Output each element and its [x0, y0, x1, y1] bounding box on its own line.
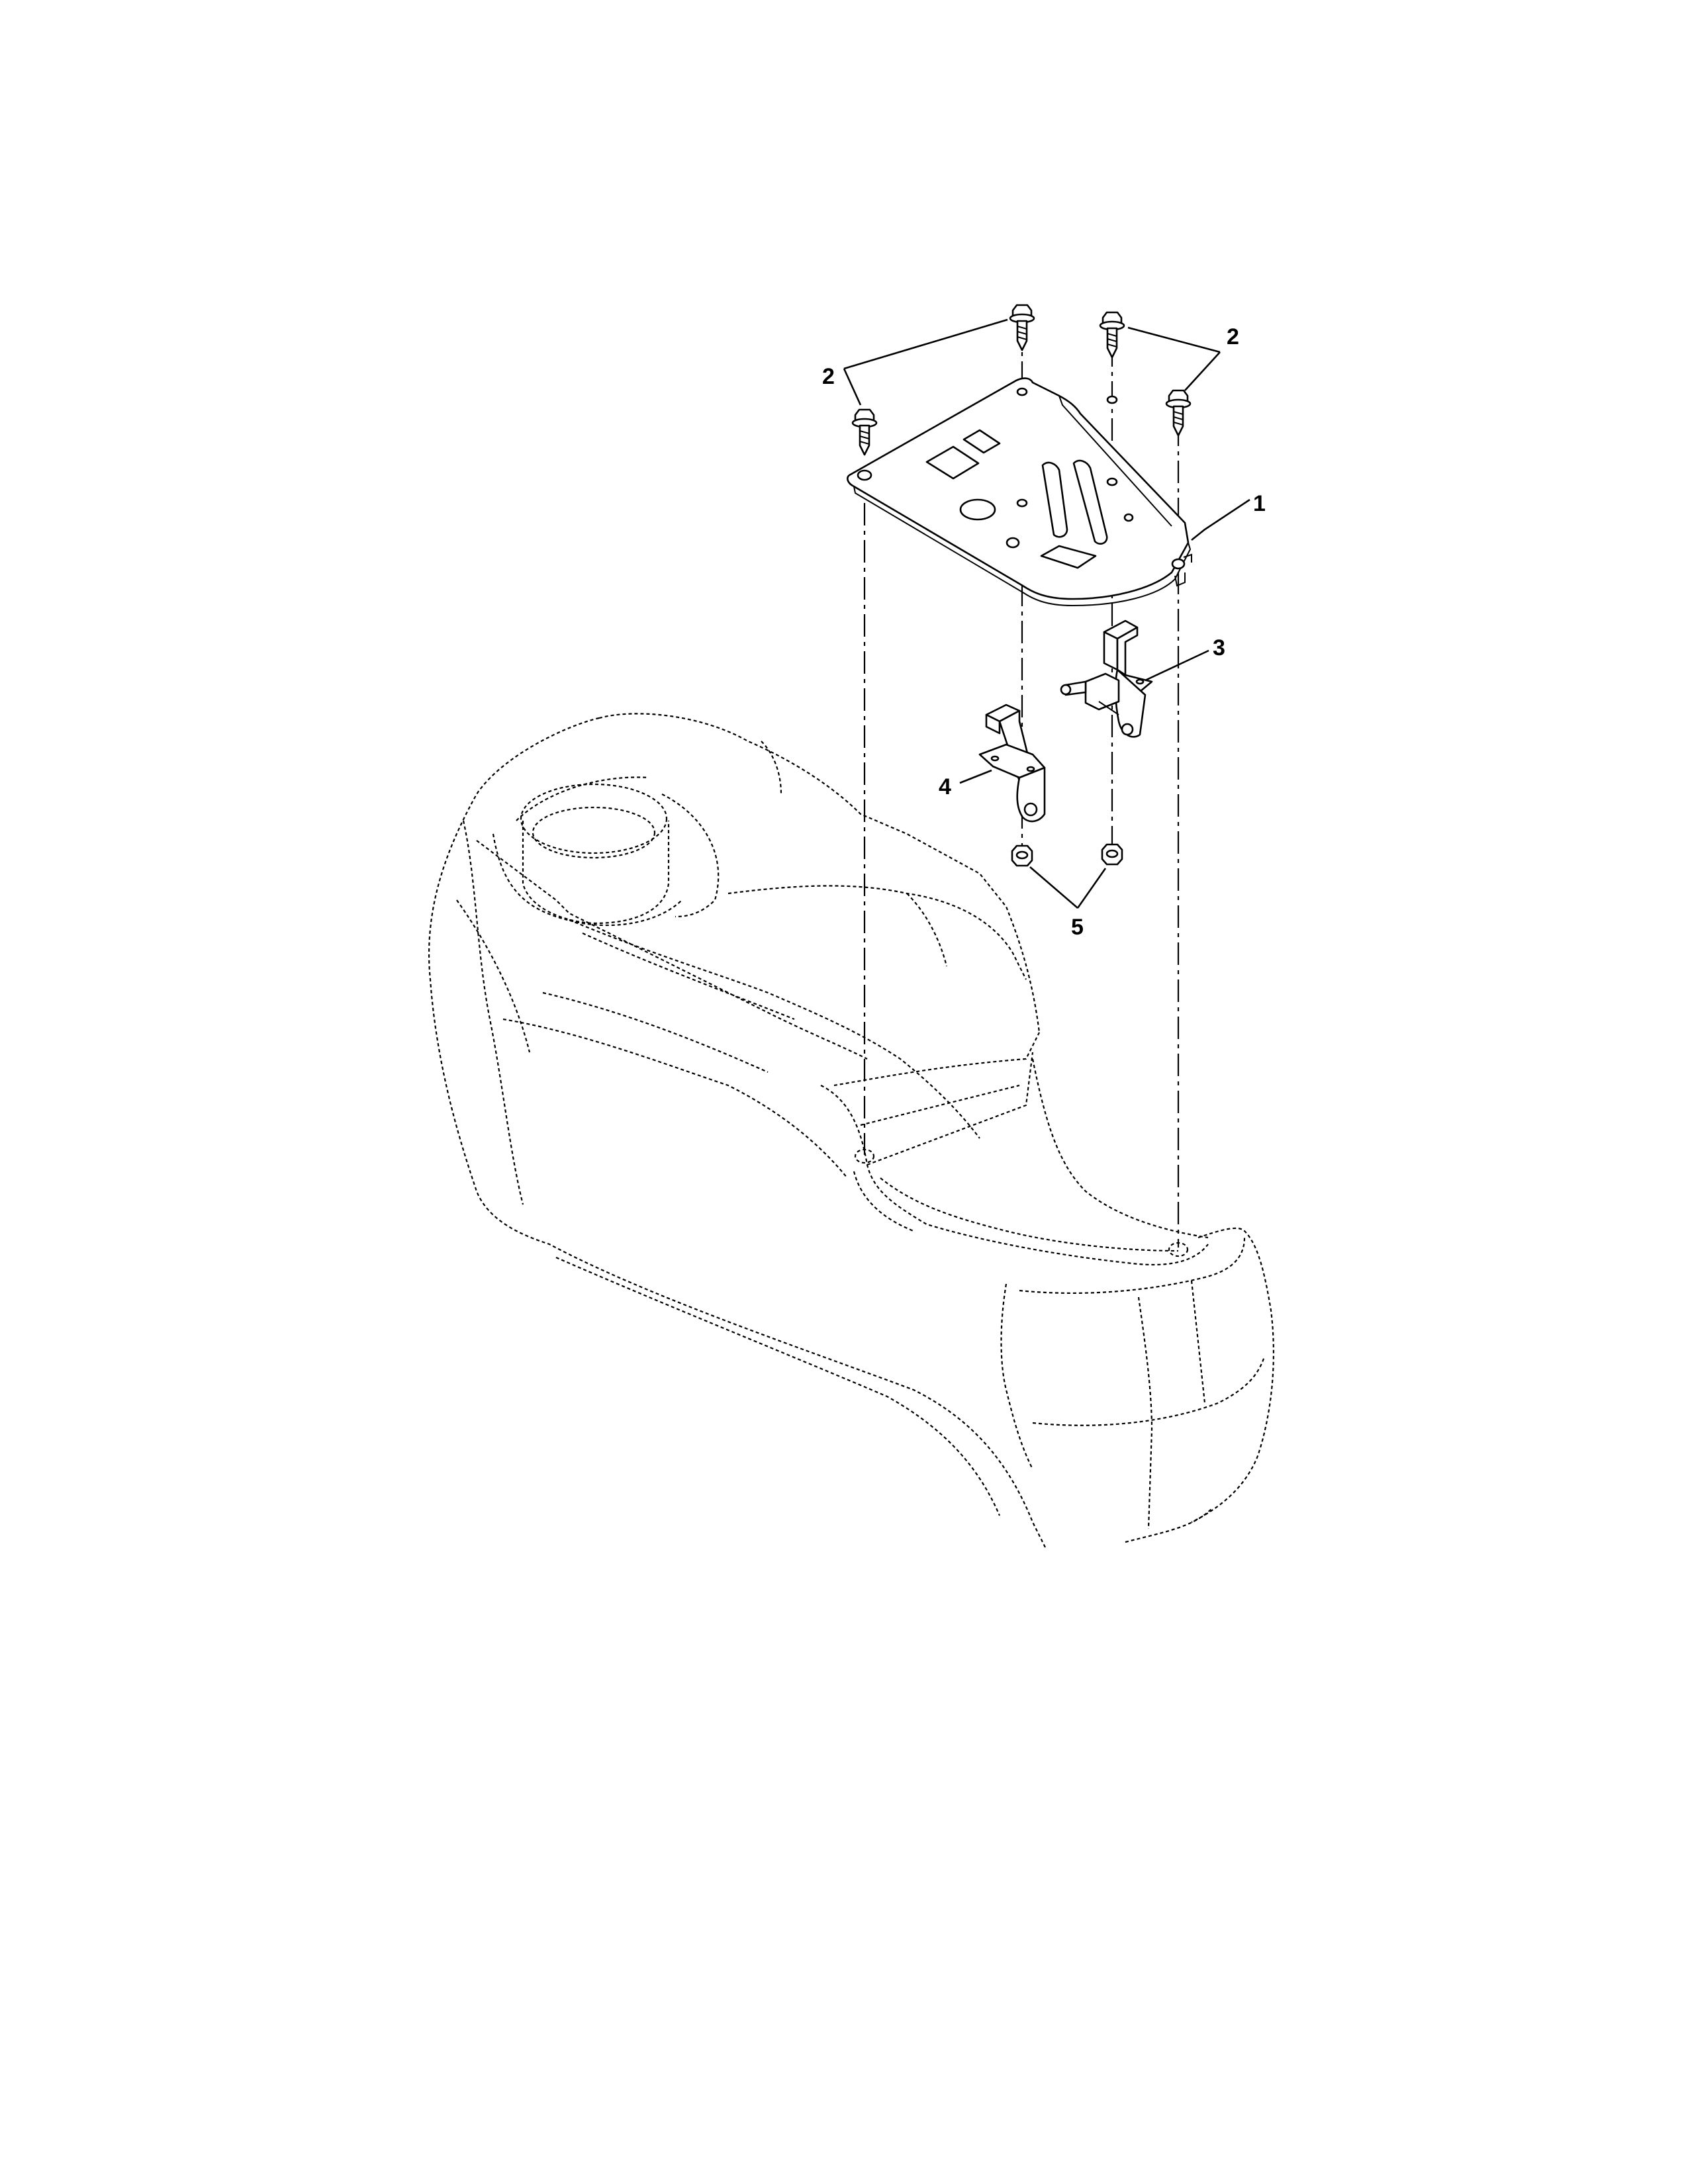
screw-rear-left: [1009, 304, 1035, 351]
leader-2-left-lower: [843, 368, 862, 406]
leader-2-right-upper: [1127, 326, 1221, 353]
nut-right: [1101, 843, 1123, 866]
mounting-plate: [847, 377, 1192, 607]
nut-left: [1011, 844, 1033, 867]
callout-3: 3: [1213, 635, 1225, 660]
leader-2-left-upper: [843, 318, 1008, 370]
callout-4: 4: [939, 774, 951, 799]
leader-2-right-lower: [1184, 351, 1221, 391]
fuel-tank-body: [428, 713, 1275, 1549]
screw-front-right: [1165, 389, 1192, 437]
bracket-left: [978, 704, 1046, 823]
callout-2-left: 2: [822, 364, 835, 389]
callout-1: 1: [1253, 491, 1266, 516]
leader-3: [1145, 649, 1209, 682]
leader-lines: [843, 318, 1250, 909]
callout-2-right: 2: [1227, 324, 1239, 349]
leader-5-right: [1076, 868, 1107, 909]
switch-bracket-right: [1060, 619, 1153, 738]
leader-1: [1191, 498, 1250, 541]
leader-5-left: [1029, 866, 1078, 909]
screw-front-left: [851, 408, 878, 456]
callout-5: 5: [1071, 915, 1084, 940]
leader-4: [959, 769, 992, 784]
screw-rear-right: [1099, 311, 1125, 359]
